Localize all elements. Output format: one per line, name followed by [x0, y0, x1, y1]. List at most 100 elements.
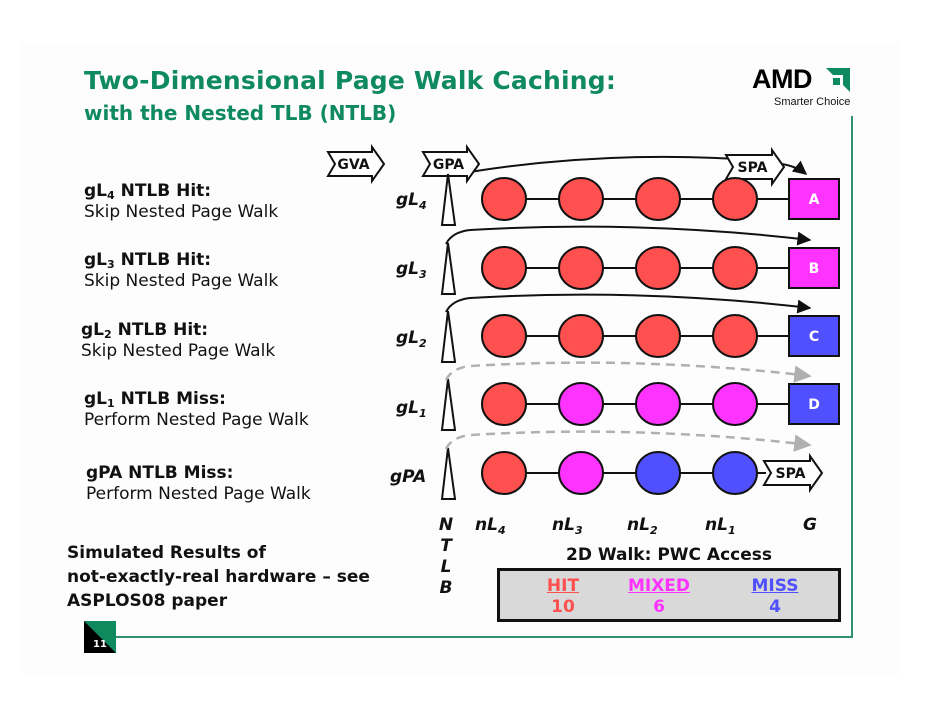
- result-box-label: A: [809, 192, 820, 208]
- page-table-node-hit: [712, 177, 758, 221]
- desc-sub: 1: [107, 397, 115, 410]
- spa-result-arrow: [762, 452, 824, 494]
- pwc-miss-label: MISS: [751, 576, 799, 596]
- pwc-hit: HIT 10: [508, 576, 618, 618]
- page-table-node-hit: [635, 177, 681, 221]
- desc-heading: NTLB Hit:: [111, 320, 209, 340]
- ntlb-letter: N: [438, 515, 454, 535]
- column-label-nl2: nL2: [627, 515, 658, 537]
- page-table-node-hit: [481, 314, 527, 358]
- pwc-hit-value: 10: [551, 597, 575, 617]
- nested-walk-skip-arc: [444, 430, 812, 452]
- column-label-nl3: nL3: [552, 515, 583, 537]
- column-label-nl1: nL1: [705, 515, 736, 537]
- pwc-access-title: 2D Walk: PWC Access: [566, 545, 773, 565]
- desc-text: Perform Nested Page Walk: [84, 410, 309, 430]
- page-table-node-hit: [635, 246, 681, 290]
- result-box-b: [788, 247, 840, 289]
- result-box-label: D: [808, 397, 820, 413]
- desc-heading: NTLB Hit:: [114, 250, 212, 270]
- desc-prefix: gL: [84, 181, 108, 201]
- slide-subtitle: with the Nested TLB (NTLB): [84, 101, 397, 125]
- page-table-node-hit: [635, 314, 681, 358]
- gva-arrow: [326, 143, 386, 185]
- page-table-node-miss: [635, 451, 681, 495]
- amd-arrow-icon: [826, 68, 850, 92]
- desc-prefix: gL: [84, 389, 108, 409]
- column-label-nl4: nL4: [475, 515, 506, 537]
- frame-right-line: [851, 116, 853, 638]
- pwc-mixed-value: 6: [653, 597, 665, 617]
- page-table-node-mixed: [712, 382, 758, 426]
- desc-gl3: gL3 NTLB Hit: Skip Nested Page Walk: [84, 250, 278, 292]
- ntlb-letter: T: [440, 536, 452, 556]
- column-label-g: G: [803, 515, 817, 535]
- desc-text: Skip Nested Page Walk: [84, 202, 279, 222]
- page-table-node-hit: [481, 382, 527, 426]
- desc-prefix: gL: [81, 320, 105, 340]
- desc-gl1: gL1 NTLB Miss: Perform Nested Page Walk: [84, 389, 309, 431]
- page-table-node-miss: [712, 451, 758, 495]
- gpa-arrow-label: GPA: [433, 157, 464, 173]
- desc-prefix: gL: [84, 250, 108, 270]
- ntlb-letter: B: [439, 578, 453, 598]
- nested-walk-skip-arc: [444, 361, 812, 383]
- desc-sub: 3: [107, 258, 115, 271]
- pwc-hit-label: HIT: [546, 576, 580, 596]
- result-box-label: C: [809, 329, 819, 345]
- ntlb-letter: L: [440, 557, 452, 577]
- pwc-miss: MISS 4: [720, 576, 830, 618]
- page-table-node-hit: [712, 314, 758, 358]
- desc-heading: NTLB Miss:: [122, 463, 234, 483]
- row-label-gl4: gL4: [396, 190, 427, 212]
- pwc-mixed: MIXED 6: [604, 576, 714, 618]
- page-table-node-hit: [558, 177, 604, 221]
- pwc-miss-value: 4: [769, 597, 781, 617]
- frame-bottom-line: [116, 636, 853, 638]
- desc-text: Perform Nested Page Walk: [86, 484, 311, 504]
- desc-gpa: gPA NTLB Miss: Perform Nested Page Walk: [86, 463, 311, 505]
- amd-logo: AMD Smarter Choice: [752, 64, 850, 109]
- ntlb-triangle-icon: [440, 310, 457, 363]
- badge-corner-icon: [84, 621, 116, 653]
- amd-wordmark: AMD: [752, 64, 813, 94]
- desc-sub: 4: [107, 189, 115, 202]
- page-number-badge: 11: [84, 621, 116, 653]
- desc-heading: NTLB Hit:: [114, 181, 212, 201]
- amd-tagline: Smarter Choice: [774, 96, 851, 108]
- row-label-gl2: gL2: [396, 328, 427, 350]
- desc-gl2: gL2 NTLB Hit: Skip Nested Page Walk: [81, 320, 275, 362]
- row-label-gpa: gPA: [390, 467, 427, 487]
- nested-walk-skip-arc: [445, 293, 812, 314]
- desc-text: Skip Nested Page Walk: [84, 271, 279, 291]
- page-table-node-hit: [481, 177, 527, 221]
- page-table-node-hit: [558, 246, 604, 290]
- pwc-access-box: HIT 10 MIXED 6 MISS 4: [497, 568, 841, 622]
- page-table-node-hit: [558, 314, 604, 358]
- ntlb-triangle-icon: [440, 173, 457, 226]
- gpa-arrow: [421, 143, 481, 185]
- result-box-a: [788, 178, 840, 220]
- desc-text: Skip Nested Page Walk: [81, 341, 276, 361]
- desc-gl4: gL4 NTLB Hit: Skip Nested Page Walk: [84, 181, 278, 223]
- page-table-node-mixed: [635, 382, 681, 426]
- note-line: Simulated Results of: [67, 543, 266, 563]
- page-table-node-mixed: [558, 451, 604, 495]
- page-number: 11: [93, 639, 107, 650]
- spa-arrow: [724, 146, 786, 188]
- simulated-results-note: Simulated Results of not-exactly-real ha…: [67, 541, 370, 613]
- pwc-mixed-label: MIXED: [627, 576, 691, 596]
- ntlb-triangle-icon: [440, 242, 457, 295]
- ntlb-vertical-label: N T L B: [438, 515, 454, 599]
- page-table-node-hit: [712, 246, 758, 290]
- page-table-node-hit: [481, 451, 527, 495]
- result-box-d: [788, 383, 840, 425]
- note-line: ASPLOS08 paper: [67, 591, 228, 611]
- note-line: not-exactly-real hardware – see: [67, 567, 370, 587]
- slide-title: Two-Dimensional Page Walk Caching:: [84, 66, 617, 95]
- result-box-c: [788, 315, 840, 357]
- nested-walk-skip-arc: [445, 225, 812, 246]
- desc-prefix: gPA: [86, 463, 123, 483]
- page-table-node-hit: [481, 246, 527, 290]
